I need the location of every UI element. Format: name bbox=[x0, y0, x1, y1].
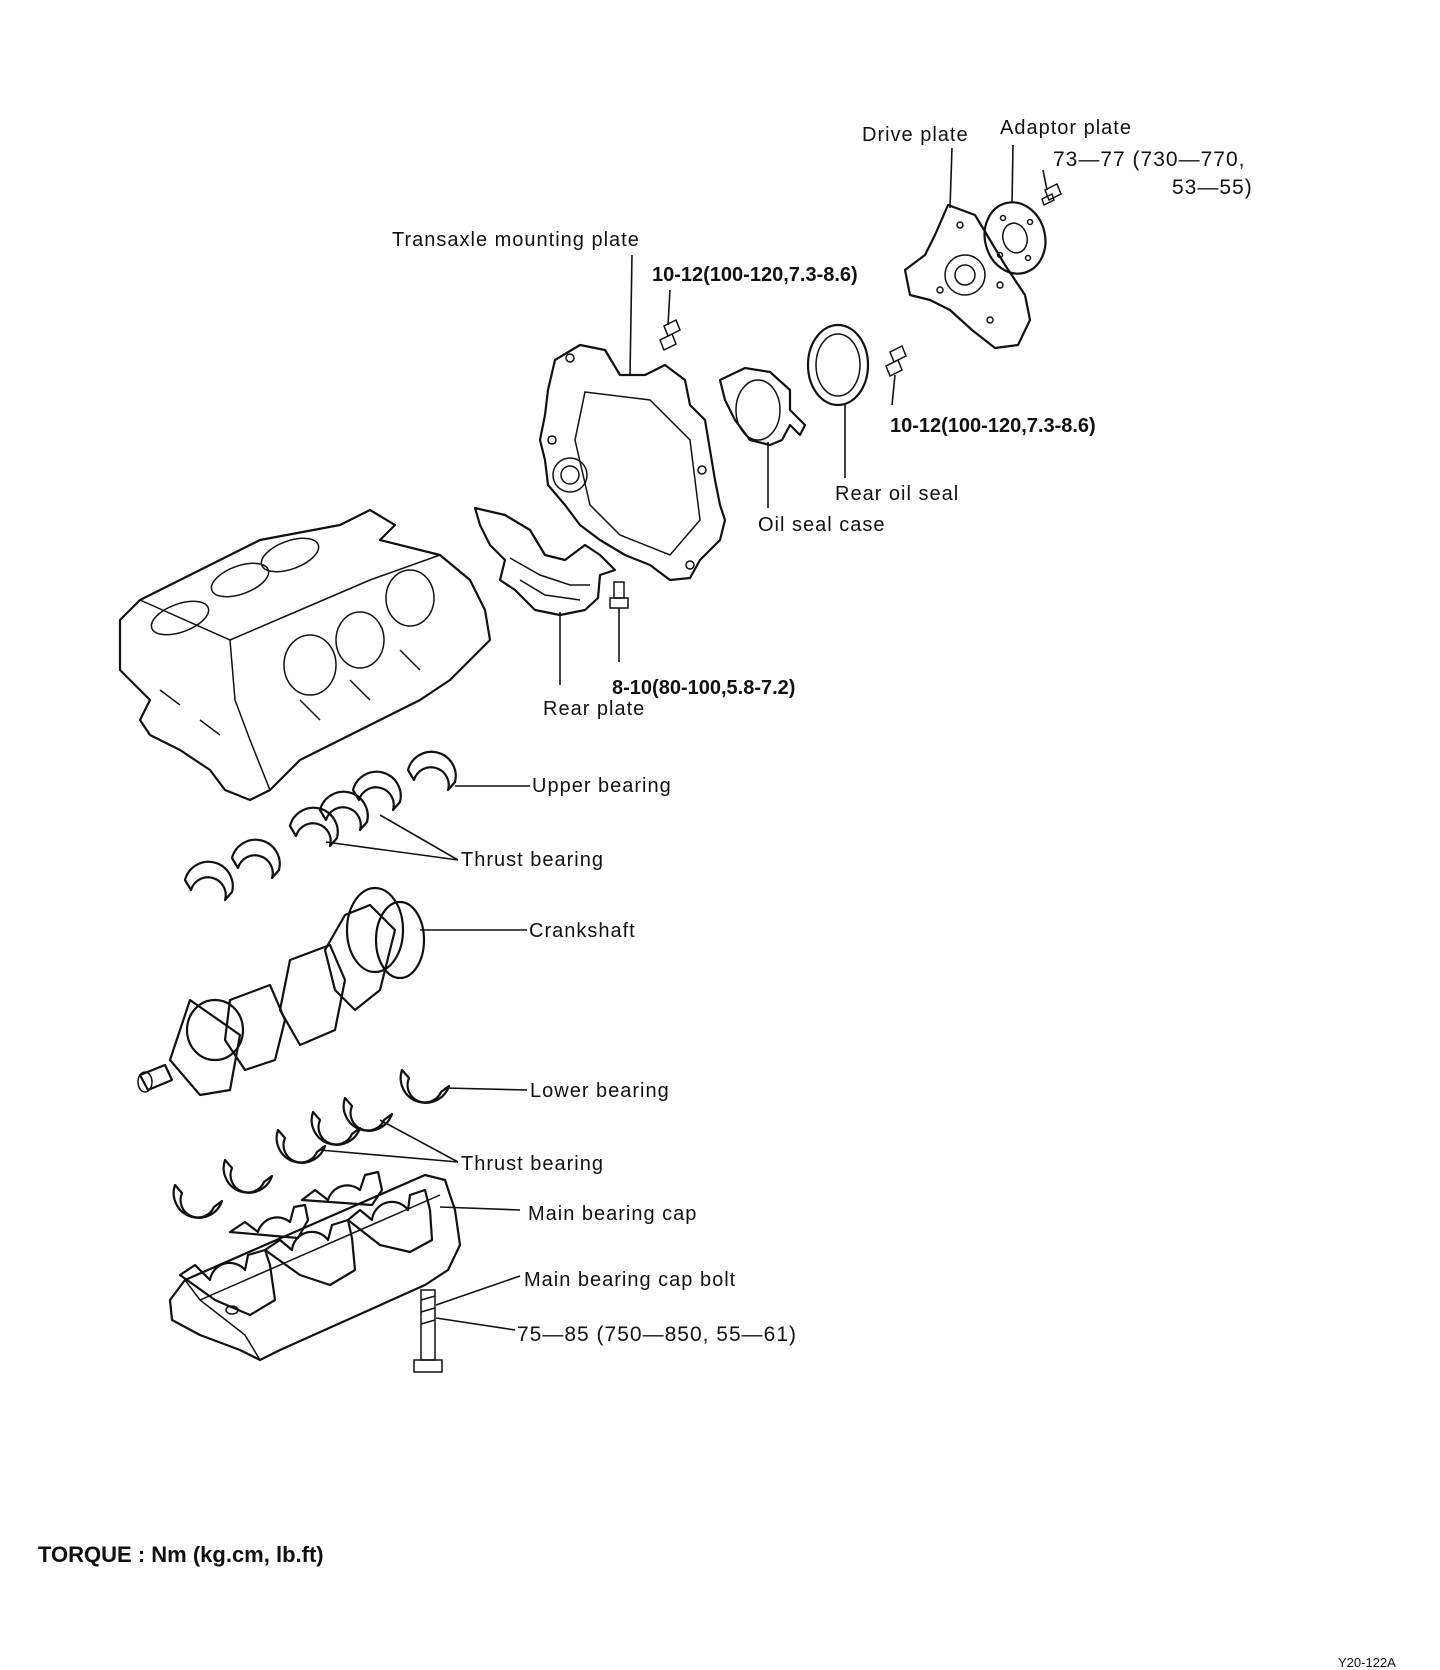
figure-code: Y20-122A bbox=[1338, 1655, 1396, 1670]
adaptor-plate-bolt bbox=[1041, 182, 1062, 207]
torque-units-note: TORQUE : Nm (kg.cm, lb.ft) bbox=[38, 1542, 324, 1567]
rear-plate-bolt bbox=[609, 581, 629, 609]
transaxle-plate-bolt bbox=[659, 318, 681, 352]
label-adaptor-plate: Adaptor plate bbox=[1000, 117, 1132, 139]
lower-bearing-shells bbox=[172, 1068, 451, 1219]
label-transaxle-mounting-plate: Transaxle mounting plate bbox=[392, 229, 640, 251]
label-main-bearing-cap: Main bearing cap bbox=[528, 1203, 697, 1225]
oil-seal-case bbox=[718, 366, 807, 447]
crankshaft bbox=[137, 886, 426, 1097]
label-main-bearing-cap-bolt: Main bearing cap bolt bbox=[524, 1269, 736, 1291]
label-transaxle-torque: 10-12(100-120,7.3-8.6) bbox=[652, 264, 858, 286]
rear-plate bbox=[473, 506, 617, 617]
label-lower-bearing: Lower bearing bbox=[530, 1080, 670, 1102]
oil-seal-case-bolt bbox=[885, 344, 907, 378]
label-rear-plate: Rear plate bbox=[543, 698, 645, 720]
main-bearing-cap-bolt bbox=[413, 1289, 443, 1373]
label-cap-bolt-torque: 75—85 (750—850, 55—61) bbox=[517, 1323, 797, 1346]
upper-bearing-shells bbox=[183, 750, 457, 902]
label-adaptor-torque-line2: 53—55) bbox=[1172, 176, 1253, 199]
drive-plate bbox=[903, 203, 1032, 350]
label-thrust-bearing-upper: Thrust bearing bbox=[461, 849, 604, 871]
leader-lines bbox=[319, 144, 1048, 1331]
label-oil-seal-case: Oil seal case bbox=[758, 514, 886, 536]
label-drive-plate: Drive plate bbox=[862, 124, 969, 146]
label-thrust-bearing-lower: Thrust bearing bbox=[461, 1153, 604, 1175]
label-crankshaft: Crankshaft bbox=[529, 920, 636, 942]
label-rear-oil-seal: Rear oil seal bbox=[835, 483, 959, 505]
main-bearing-cap bbox=[168, 1170, 462, 1362]
label-seal-torque: 10-12(100-120,7.3-8.6) bbox=[890, 415, 1096, 437]
transaxle-mounting-plate bbox=[538, 343, 727, 582]
engine-block bbox=[118, 508, 492, 802]
label-rear-plate-torque: 8-10(80-100,5.8-7.2) bbox=[612, 677, 795, 699]
label-upper-bearing: Upper bearing bbox=[532, 775, 672, 797]
rear-oil-seal bbox=[806, 323, 870, 407]
label-adaptor-torque-line1: 73—77 (730—770, bbox=[1053, 148, 1245, 171]
adaptor-plate bbox=[983, 201, 1047, 275]
